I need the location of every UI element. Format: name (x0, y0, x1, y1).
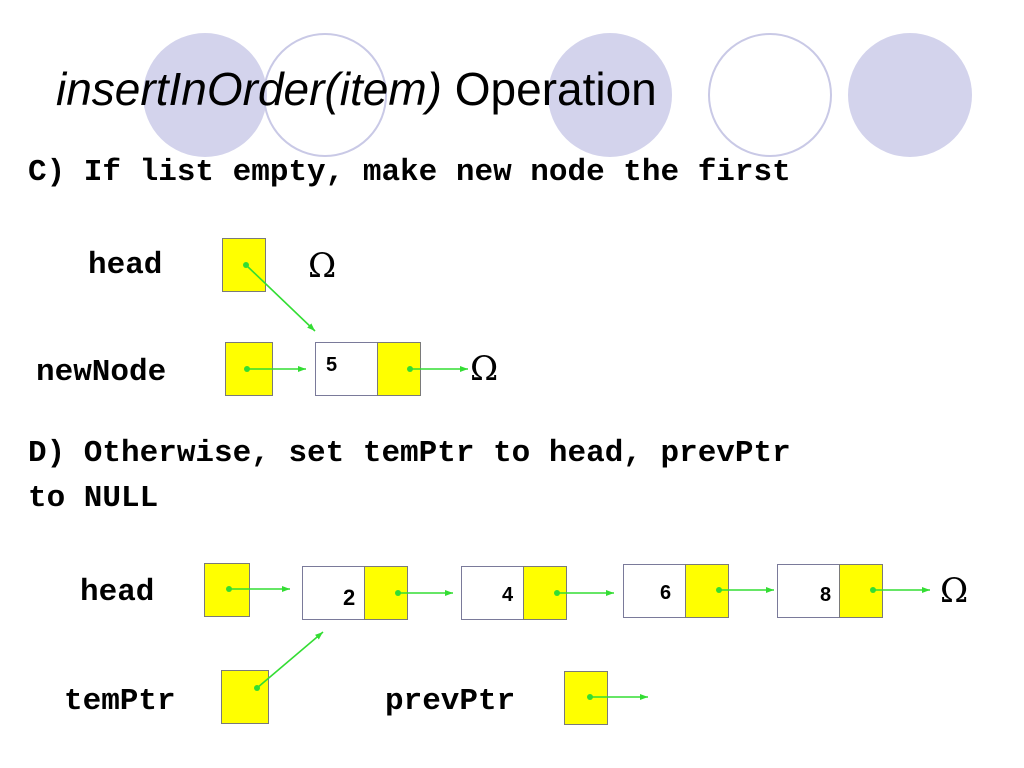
title-function: insertInOrder(item) (56, 63, 442, 115)
decor-circle-1 (143, 33, 267, 157)
node-next-pointer (377, 342, 421, 396)
prevptr-label: prevPtr (385, 684, 516, 719)
node-value: 2 (343, 585, 356, 610)
node-5: 5 (315, 342, 421, 396)
decor-circle-4 (708, 33, 832, 157)
node-next-pointer (685, 564, 729, 618)
decor-circle-5 (848, 33, 972, 157)
node-value: 6 (660, 582, 672, 604)
head-null-omega-c: Ω (308, 246, 337, 286)
null-omega-c: Ω (470, 349, 499, 389)
step-c-text: C) If list empty, make new node the firs… (28, 155, 791, 190)
title-operation: Operation (454, 63, 657, 115)
node-next-pointer (364, 566, 408, 620)
temptr-pointer (221, 670, 269, 724)
node-value: 8 (820, 584, 832, 606)
head-label-c: head (88, 248, 163, 283)
node-value: 4 (502, 584, 514, 606)
temptr-label: temPtr (64, 684, 176, 719)
node-8: 8 (777, 564, 883, 618)
node-value: 5 (326, 354, 338, 376)
page-title: insertInOrder(item) Operation (56, 66, 657, 112)
decor-circle-3 (548, 33, 672, 157)
node-next-pointer (523, 566, 567, 620)
node-6: 6 (623, 564, 729, 618)
head-pointer-c (222, 238, 266, 292)
newnode-pointer (225, 342, 273, 396)
head-label-d: head (80, 575, 155, 610)
node-next-pointer (839, 564, 883, 618)
null-omega-d: Ω (940, 571, 969, 611)
node-4: 4 (461, 566, 567, 620)
prevptr-pointer (564, 671, 608, 725)
head-pointer-d (204, 563, 250, 617)
newnode-label: newNode (36, 355, 167, 390)
node-2: 2 (302, 566, 408, 620)
step-d-text-line2: to NULL (28, 481, 159, 516)
decor-circle-2 (263, 33, 387, 157)
step-d-text-line1: D) Otherwise, set temPtr to head, prevPt… (28, 436, 791, 471)
